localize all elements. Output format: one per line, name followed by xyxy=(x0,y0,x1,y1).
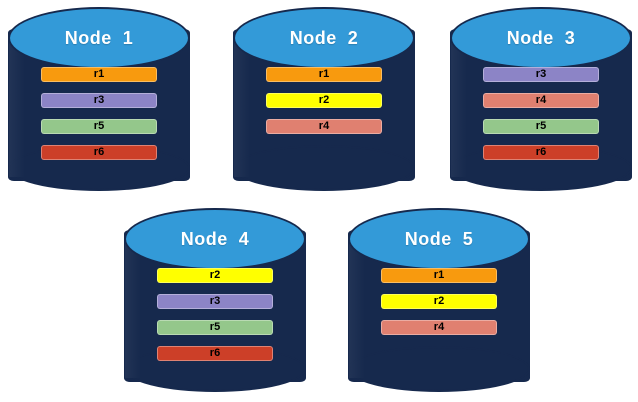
node-2-title: Node 2 xyxy=(289,27,359,48)
record-bar: r4 xyxy=(381,320,497,335)
record-bar: r2 xyxy=(157,268,273,283)
record-bar: r3 xyxy=(157,294,273,309)
node-4[interactable]: Node 4 r2 r3 r5 r6 xyxy=(124,208,306,393)
record-bar: r5 xyxy=(157,320,273,335)
node-2-records: r1 r2 r4 xyxy=(266,67,382,145)
record-bar: r3 xyxy=(41,93,157,108)
record-bar: r6 xyxy=(483,145,599,160)
record-bar: r3 xyxy=(483,67,599,82)
node-3-records: r3 r4 r5 r6 xyxy=(483,67,599,171)
node-5-cylinder-bottom xyxy=(348,346,530,392)
node-1[interactable]: Node 1 r1 r3 r5 r6 xyxy=(8,7,190,192)
node-5[interactable]: Node 5 r1 r2 r4 xyxy=(348,208,530,393)
record-bar: r1 xyxy=(381,268,497,283)
node-5-records: r1 r2 r4 xyxy=(381,268,497,346)
node-1-title: Node 1 xyxy=(64,27,134,48)
record-bar: r4 xyxy=(266,119,382,134)
record-bar: r6 xyxy=(41,145,157,160)
record-bar: r2 xyxy=(266,93,382,108)
node-4-title: Node 4 xyxy=(180,228,250,249)
node-2-cylinder-bottom xyxy=(233,145,415,191)
node-3[interactable]: Node 3 r3 r4 r5 r6 xyxy=(450,7,632,192)
node-2[interactable]: Node 2 r1 r2 r4 xyxy=(233,7,415,192)
node-5-title: Node 5 xyxy=(404,228,474,249)
record-bar: r1 xyxy=(266,67,382,82)
node-1-records: r1 r3 r5 r6 xyxy=(41,67,157,171)
record-bar: r4 xyxy=(483,93,599,108)
record-bar: r2 xyxy=(381,294,497,309)
node-4-records: r2 r3 r5 r6 xyxy=(157,268,273,372)
record-bar: r6 xyxy=(157,346,273,361)
record-bar: r1 xyxy=(41,67,157,82)
node-3-title: Node 3 xyxy=(506,27,576,48)
node-1-cylinder-top xyxy=(8,7,190,69)
record-bar: r5 xyxy=(41,119,157,134)
record-bar: r5 xyxy=(483,119,599,134)
